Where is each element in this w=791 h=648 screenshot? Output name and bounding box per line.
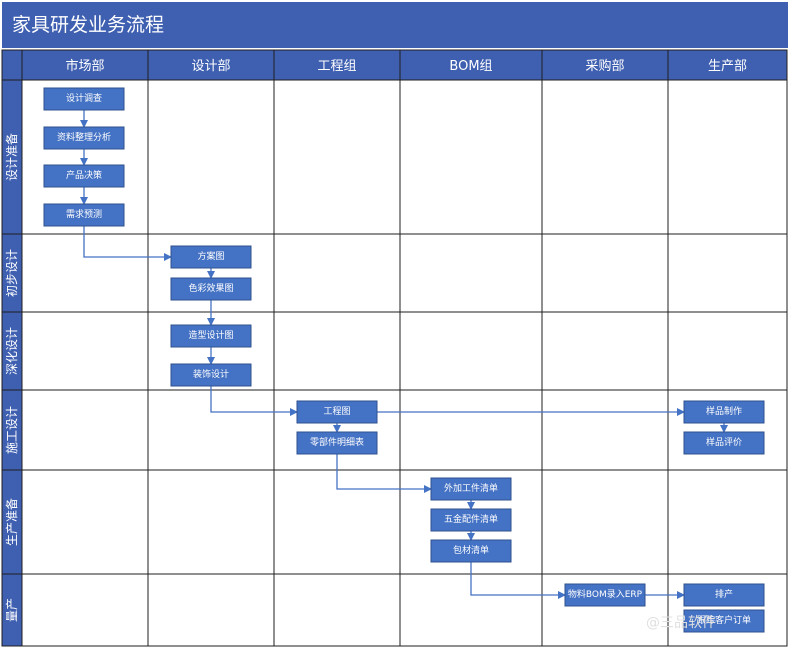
process-node: 样品制作	[683, 400, 765, 424]
process-node-label: 工程图	[323, 406, 350, 417]
process-node: 造型设计图	[170, 324, 252, 348]
column-header: BOM组	[449, 59, 492, 74]
process-node: 零部件明细表	[296, 431, 378, 455]
process-node-label: 造型设计图	[188, 329, 233, 341]
process-node-label: 物料BOM录入ERP	[568, 588, 643, 600]
process-node-box	[43, 164, 125, 188]
column-header-bar	[2, 50, 787, 80]
row-header-bar	[2, 80, 22, 646]
process-node-box	[43, 126, 125, 150]
process-node-label: 方案图	[197, 250, 224, 262]
process-node-box	[683, 431, 765, 455]
process-node-label: 零部件明细表	[310, 436, 364, 448]
process-node: 跟踪客户订单	[683, 609, 765, 633]
process-node-label: 设计调查	[66, 92, 102, 104]
process-node: 设计调查	[43, 87, 125, 111]
row-header: 深化设计	[5, 327, 19, 375]
flow-arrow	[470, 562, 566, 599]
process-node: 产品决策	[43, 164, 125, 188]
process-node-box	[43, 87, 125, 111]
watermark-text: @三品软件	[646, 615, 716, 631]
process-node: 方案图	[170, 245, 252, 269]
diagram-title: 家具研发业务流程	[2, 2, 788, 48]
flow-arrow	[210, 386, 298, 416]
grid-border	[1, 49, 788, 647]
column-header: 设计部	[191, 59, 230, 74]
process-node-box	[170, 277, 252, 301]
process-node: 物料BOM录入ERP	[564, 583, 646, 607]
row-header: 设计准备	[5, 133, 19, 181]
process-node: 五金配件清单	[430, 508, 512, 532]
process-node-label: 样品制作	[706, 405, 742, 417]
column-header: 生产部	[708, 59, 747, 74]
process-node-box	[296, 431, 378, 455]
process-node: 包材清单	[430, 539, 512, 563]
process-node: 色彩效果图	[170, 277, 252, 301]
process-node-box	[683, 609, 765, 633]
process-node-label: 资料整理分析	[57, 131, 111, 143]
process-node-box	[170, 363, 252, 387]
process-node-box	[430, 539, 512, 563]
process-node: 排产	[683, 583, 765, 607]
process-node-label: 装饰设计	[193, 368, 229, 380]
process-node-box	[296, 400, 378, 424]
process-node-box	[683, 583, 765, 607]
process-node-box	[170, 245, 252, 269]
column-header: 采购部	[585, 58, 624, 74]
process-node-box	[430, 508, 512, 532]
process-node-box	[683, 400, 765, 424]
process-node: 工程图	[296, 400, 378, 424]
row-header: 生产准备	[5, 498, 19, 546]
process-node: 外加工件清单	[430, 477, 512, 501]
process-node-label: 五金配件清单	[444, 513, 498, 525]
process-node-label: 外加工件清单	[444, 482, 498, 494]
column-header: 市场部	[65, 58, 104, 74]
process-node-label: 色彩效果图	[188, 282, 233, 294]
row-header: 施工设计	[5, 406, 19, 454]
process-node-box	[170, 324, 252, 348]
process-node: 资料整理分析	[43, 126, 125, 150]
process-node-label: 需求预测	[66, 208, 102, 220]
flow-arrow	[83, 226, 172, 261]
process-node: 需求预测	[43, 203, 125, 227]
row-header: 量产	[5, 598, 19, 622]
process-node-label: 跟踪客户订单	[697, 614, 751, 626]
process-node-label: 产品决策	[66, 169, 102, 181]
process-node-box	[43, 203, 125, 227]
process-node-box	[430, 477, 512, 501]
process-node-label: 样品评价	[706, 436, 742, 448]
process-node-label: 包材清单	[453, 544, 489, 556]
process-node: 样品评价	[683, 431, 765, 455]
process-node-label: 排产	[715, 588, 733, 600]
process-node: 装饰设计	[170, 363, 252, 387]
process-node-box	[564, 583, 646, 607]
column-header: 工程组	[317, 59, 356, 74]
row-header: 初步设计	[5, 249, 19, 297]
flow-arrow	[336, 454, 432, 493]
